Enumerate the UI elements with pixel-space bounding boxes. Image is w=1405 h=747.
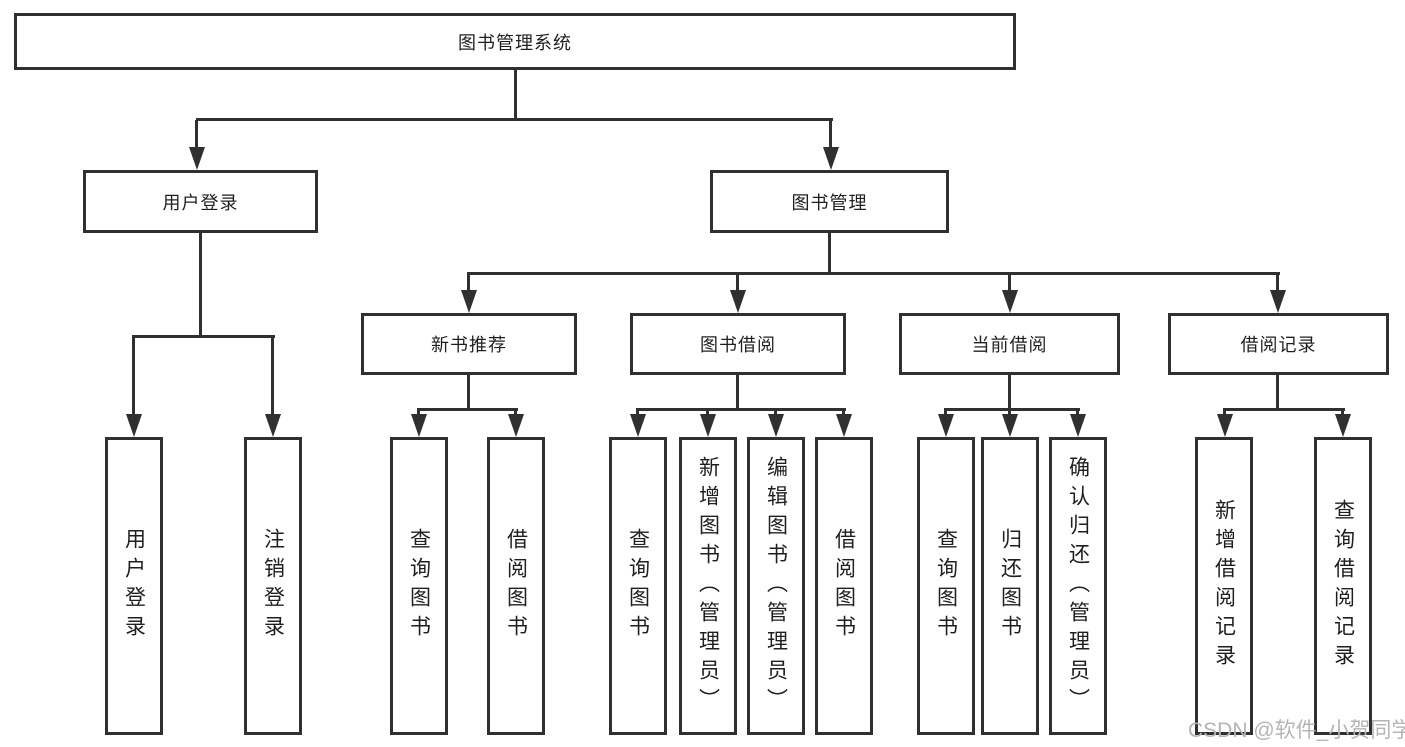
leaf-borrow-books-recommend-label: 借阅图书 bbox=[504, 528, 528, 644]
node-root: 图书管理系统 bbox=[14, 13, 1016, 70]
arrow-to-leaf-borrow-books bbox=[835, 410, 852, 437]
connector-current-borrowing-stem bbox=[1008, 375, 1011, 410]
leaf-edit-book-admin-label: 编辑图书（管理员） bbox=[764, 455, 788, 717]
node-current-borrowing: 当前借阅 bbox=[899, 313, 1120, 375]
leaf-query-books-recommend-label: 查询图书 bbox=[407, 528, 431, 644]
leaf-query-books-borrow-label: 查询图书 bbox=[626, 528, 650, 644]
leaf-query-borrow-record-label: 查询借阅记录 bbox=[1331, 499, 1355, 673]
arrow-to-leaf-user-login bbox=[125, 337, 142, 437]
connector-book-borrowing-stem bbox=[736, 375, 739, 410]
connector-new-book-bar bbox=[417, 408, 518, 411]
node-user-login: 用户登录 bbox=[83, 170, 318, 233]
arrow-to-leaf-confirm-return-admin bbox=[1069, 410, 1086, 437]
connector-book-management-bar bbox=[467, 272, 1280, 275]
leaf-query-borrow-record: 查询借阅记录 bbox=[1314, 437, 1372, 735]
node-book-management: 图书管理 bbox=[710, 170, 949, 233]
leaf-query-books-borrow: 查询图书 bbox=[609, 437, 667, 735]
leaf-query-books-recommend: 查询图书 bbox=[390, 437, 448, 735]
leaf-user-login: 用户登录 bbox=[105, 437, 163, 735]
leaf-borrow-books-label: 借阅图书 bbox=[832, 528, 856, 644]
leaf-return-books-label: 归还图书 bbox=[998, 528, 1022, 644]
node-book-borrowing-label: 图书借阅 bbox=[700, 335, 776, 355]
node-new-book-recommendation: 新书推荐 bbox=[361, 313, 577, 375]
node-user-login-label: 用户登录 bbox=[162, 192, 239, 213]
arrow-to-borrowing-records bbox=[1269, 274, 1286, 313]
arrow-to-leaf-return-books bbox=[1001, 410, 1018, 437]
arrow-to-current-borrowing bbox=[1001, 274, 1018, 313]
connector-borrowing-records-stem bbox=[1276, 375, 1279, 410]
arrow-to-leaf-query-books-current bbox=[937, 410, 954, 437]
node-borrowing-records-label: 借阅记录 bbox=[1240, 335, 1317, 355]
arrow-to-new-book-recommendation bbox=[460, 274, 477, 313]
connector-user-login-stem bbox=[199, 233, 202, 337]
arrow-to-leaf-add-borrow-record bbox=[1216, 410, 1233, 437]
node-book-management-label: 图书管理 bbox=[791, 192, 868, 213]
arrow-to-book-management bbox=[822, 120, 839, 170]
connector-borrowing-records-bar bbox=[1223, 408, 1345, 411]
leaf-confirm-return-admin: 确认归还（管理员） bbox=[1049, 437, 1107, 735]
connector-new-book-stem bbox=[467, 375, 470, 410]
arrow-to-leaf-query-borrow-record bbox=[1334, 410, 1351, 437]
csdn-watermark: CSDN @软件_小贺同学 bbox=[1188, 719, 1405, 742]
connector-root-bar bbox=[196, 118, 833, 121]
arrow-to-leaf-query-books-recommend bbox=[410, 410, 427, 437]
leaf-query-books-current: 查询图书 bbox=[917, 437, 975, 735]
connector-book-borrowing-bar bbox=[636, 408, 846, 411]
connector-user-login-bar bbox=[132, 335, 275, 338]
arrow-to-leaf-borrow-books-recommend bbox=[507, 410, 524, 437]
node-new-book-recommendation-label: 新书推荐 bbox=[431, 335, 507, 355]
leaf-logout-label: 注销登录 bbox=[261, 528, 285, 644]
arrow-to-leaf-add-book-admin bbox=[699, 410, 716, 437]
node-book-borrowing: 图书借阅 bbox=[630, 313, 846, 375]
leaf-borrow-books: 借阅图书 bbox=[815, 437, 873, 735]
leaf-borrow-books-recommend: 借阅图书 bbox=[487, 437, 545, 735]
leaf-add-book-admin: 新增图书（管理员） bbox=[679, 437, 737, 735]
leaf-confirm-return-admin-label: 确认归还（管理员） bbox=[1066, 455, 1090, 717]
leaf-return-books: 归还图书 bbox=[981, 437, 1039, 735]
leaf-add-borrow-record: 新增借阅记录 bbox=[1195, 437, 1253, 735]
leaf-edit-book-admin: 编辑图书（管理员） bbox=[747, 437, 805, 735]
node-current-borrowing-label: 当前借阅 bbox=[971, 335, 1048, 355]
leaf-query-books-current-label: 查询图书 bbox=[934, 528, 958, 644]
arrow-to-leaf-logout bbox=[264, 337, 281, 437]
connector-root-stem bbox=[514, 70, 517, 120]
leaf-add-borrow-record-label: 新增借阅记录 bbox=[1212, 499, 1236, 673]
connector-current-borrowing-bar bbox=[944, 408, 1080, 411]
arrow-to-leaf-query-books-borrow bbox=[629, 410, 646, 437]
leaf-add-book-admin-label: 新增图书（管理员） bbox=[696, 455, 720, 717]
arrow-to-leaf-edit-book-admin bbox=[767, 410, 784, 437]
leaf-logout: 注销登录 bbox=[244, 437, 302, 735]
arrow-to-user-login bbox=[188, 120, 205, 170]
node-root-label: 图书管理系统 bbox=[458, 32, 572, 53]
connector-book-management-stem bbox=[828, 233, 831, 274]
arrow-to-book-borrowing bbox=[729, 274, 746, 313]
leaf-user-login-label: 用户登录 bbox=[122, 528, 146, 644]
node-borrowing-records: 借阅记录 bbox=[1168, 313, 1389, 375]
